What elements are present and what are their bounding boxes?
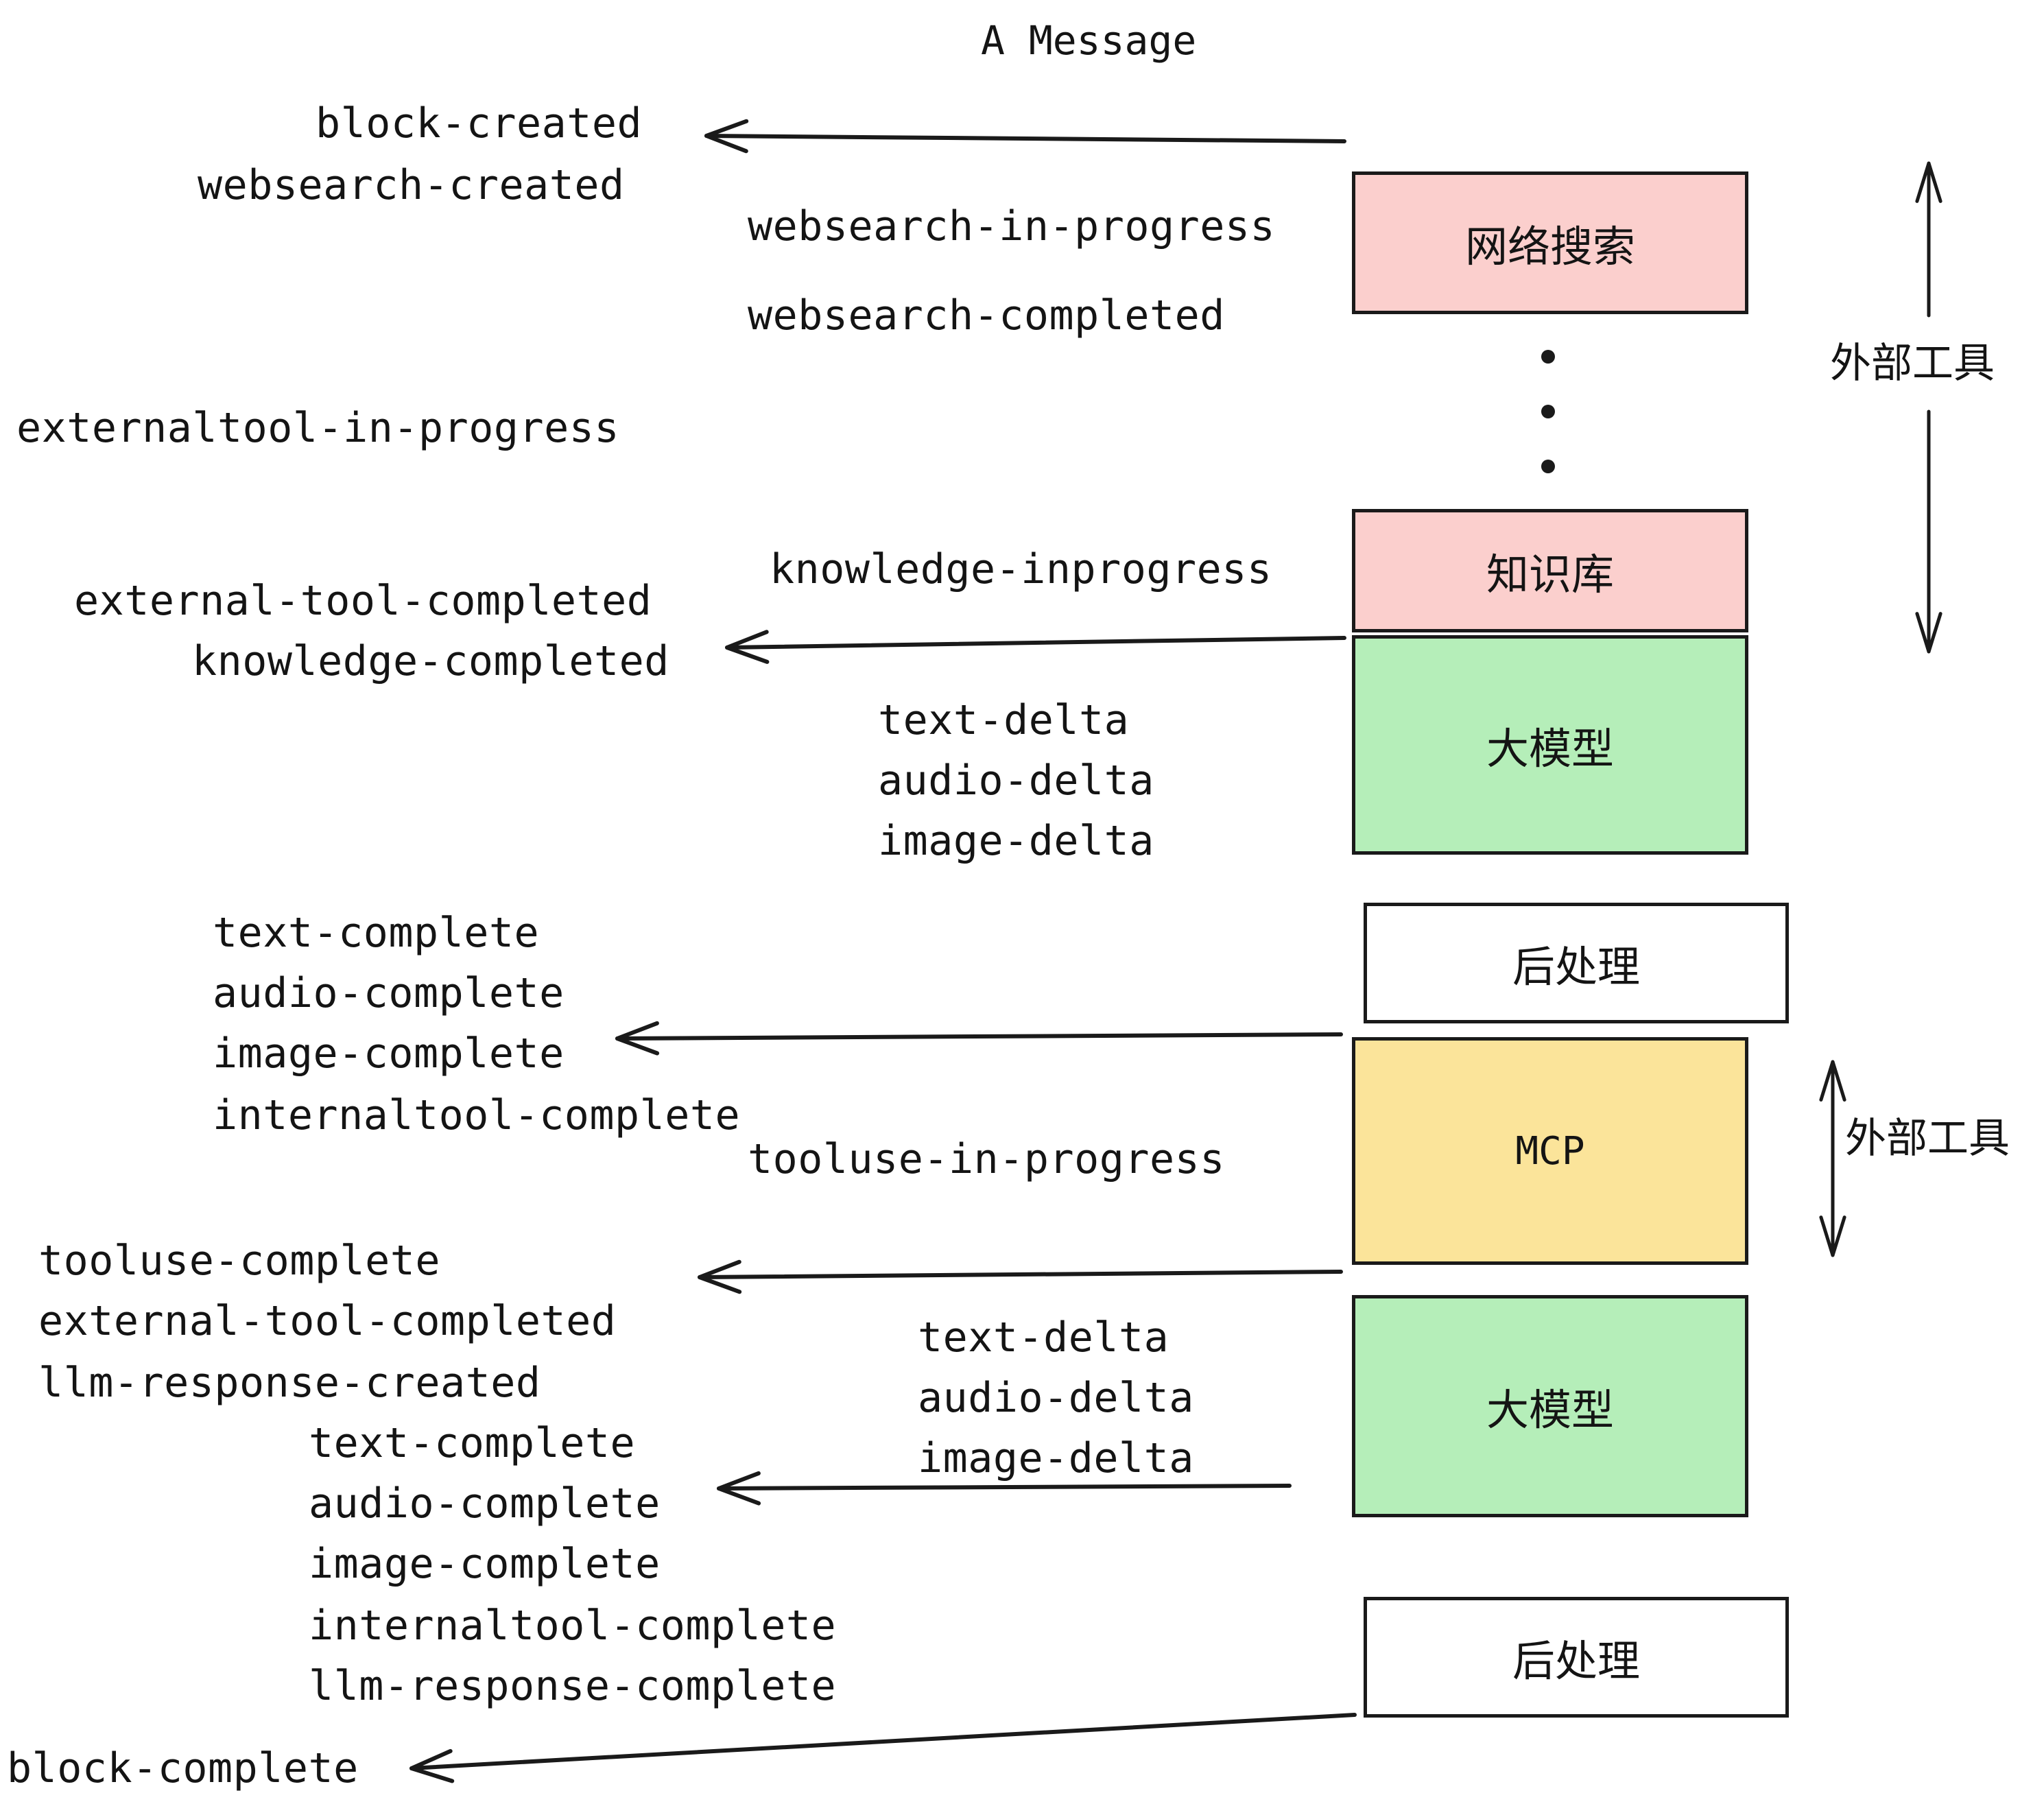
node-label: 大模型 xyxy=(1486,1385,1614,1435)
node-label: 知识库 xyxy=(1486,549,1614,600)
arrow-image-complete-shaft xyxy=(615,1032,1343,1041)
event-label-13: audio-complete xyxy=(309,1480,661,1528)
event-label-15: internaltool-complete xyxy=(309,1602,837,1650)
arrow-knowledge-done-shaft xyxy=(725,636,1346,650)
event-label-14: image-complete xyxy=(309,1540,661,1588)
event-label-5: text-complete xyxy=(213,909,540,957)
event-label-6: audio-complete xyxy=(213,969,565,1017)
arrow-audio-complete-head xyxy=(717,1471,761,1506)
event-label-8: audio-delta xyxy=(918,1374,1194,1422)
arrow-arrow-block-complete xyxy=(409,1713,1357,1783)
event-label-12: text-complete xyxy=(309,1419,636,1467)
group-label-external-tool-top: 外部工具 xyxy=(1830,340,1995,388)
arrow-arrow-tooluse-done xyxy=(698,1259,1343,1294)
arrow-arrow-knowledge-done xyxy=(725,630,1346,664)
arrow-arrow-external-tool-down-top xyxy=(1915,410,1942,654)
node-postprocess-2: 后处理 xyxy=(1364,1597,1789,1718)
arrow-knowledge-done-head xyxy=(725,630,770,664)
node-label: 网络搜索 xyxy=(1464,222,1635,272)
event-label-11: llm-response-created xyxy=(38,1359,541,1407)
event-label-4: knowledge-completed xyxy=(192,637,669,685)
event-label-2: knowledge-inprogress xyxy=(770,545,1272,593)
arrow-tooluse-done-shaft xyxy=(698,1270,1343,1279)
node-llm-2: 大模型 xyxy=(1352,1295,1748,1517)
arrow-block-complete-head xyxy=(409,1748,455,1783)
arrow-arrow-image-complete xyxy=(615,1021,1343,1056)
arrow-external-tool-up-top-head xyxy=(1915,161,1942,203)
event-label-0: block-created xyxy=(316,99,643,147)
event-label-0: websearch-in-progress xyxy=(748,202,1276,250)
node-label: 后处理 xyxy=(1512,942,1640,992)
arrow-arrow-external-tool-down-bottom xyxy=(1819,1157,1846,1257)
arrow-arrow-external-tool-up-top xyxy=(1915,161,1942,318)
node-postprocess-1: 后处理 xyxy=(1364,903,1789,1023)
node-mcp: MCP xyxy=(1352,1037,1748,1265)
event-label-9: image-delta xyxy=(918,1434,1194,1482)
event-label-10: external-tool-completed xyxy=(38,1297,617,1345)
page-title: A Message xyxy=(981,17,1197,64)
event-label-1: websearch-created xyxy=(198,161,625,209)
event-label-7: text-delta xyxy=(918,1314,1169,1362)
event-label-3: external-tool-completed xyxy=(74,577,652,625)
event-label-8: internaltool-complete xyxy=(213,1091,741,1139)
node-label: 后处理 xyxy=(1512,1636,1640,1686)
event-label-3: text-delta xyxy=(878,696,1130,744)
arrow-external-tool-down-bottom-head xyxy=(1819,1215,1846,1257)
arrow-block-created-shaft xyxy=(704,134,1346,143)
vertical-ellipsis-icon xyxy=(1541,350,1556,473)
arrow-external-tool-down-top-head xyxy=(1915,612,1942,654)
node-knowledge: 知识库 xyxy=(1352,509,1748,632)
event-label-9: tooluse-complete xyxy=(38,1237,440,1285)
arrow-audio-complete-shaft xyxy=(717,1484,1292,1491)
arrow-block-complete-shaft xyxy=(409,1713,1357,1770)
event-label-6: tooluse-in-progress xyxy=(748,1135,1225,1183)
node-label: MCP xyxy=(1515,1128,1585,1174)
arrow-arrow-external-tool-up-bottom xyxy=(1819,1060,1846,1168)
arrow-arrow-block-created xyxy=(704,119,1346,154)
arrow-tooluse-done-head xyxy=(698,1259,742,1294)
node-label: 大模型 xyxy=(1486,724,1614,774)
group-label-external-tool-bottom: 外部工具 xyxy=(1845,1115,2010,1163)
arrow-external-tool-up-bottom-head xyxy=(1819,1060,1846,1102)
event-label-17: block-complete xyxy=(7,1744,359,1792)
event-label-7: image-complete xyxy=(213,1030,565,1078)
arrow-block-created-head xyxy=(704,119,749,154)
node-llm-1: 大模型 xyxy=(1352,635,1748,855)
event-label-1: websearch-completed xyxy=(748,292,1225,340)
event-label-5: image-delta xyxy=(878,817,1154,865)
arrow-image-complete-head xyxy=(615,1021,660,1056)
event-label-2: externaltool-in-progress xyxy=(16,404,619,452)
node-websearch: 网络搜索 xyxy=(1352,171,1748,314)
event-label-16: llm-response-complete xyxy=(309,1662,837,1710)
event-label-4: audio-delta xyxy=(878,757,1154,805)
